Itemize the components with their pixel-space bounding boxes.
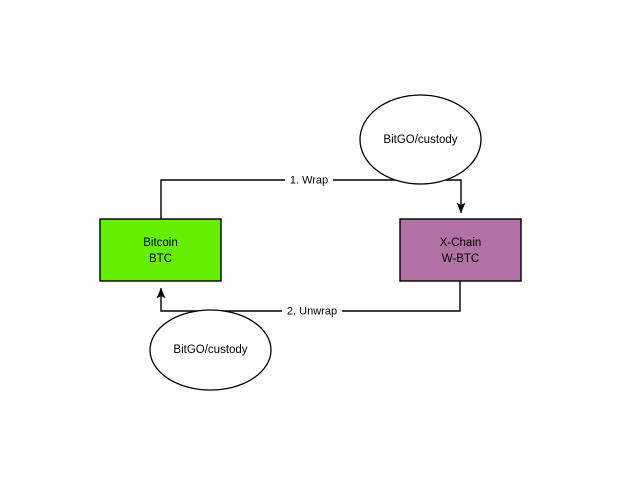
node-custody-top-label: BitGO/custody [383, 134, 457, 146]
edge-unwrap-label: 2. Unwrap [287, 305, 337, 317]
node-custody-bottom-shape [149, 309, 272, 391]
node-xchain-shape [399, 218, 522, 282]
edge-unwrap[interactable]: 2. Unwrap [156, 281, 461, 318]
node-xchain-label-line1: X-Chain [440, 237, 482, 249]
node-xchain-label-line2: W-BTC [442, 253, 479, 265]
edge-unwrap-label-bg [282, 304, 342, 318]
edge-wrap-label: 1. Wrap [290, 174, 328, 186]
node-custody-top-shape [359, 94, 482, 185]
node-bitcoin-shape [99, 218, 222, 282]
node-bitcoin[interactable]: Bitcoin BTC [99, 218, 222, 282]
edge-wrap[interactable]: 1. Wrap [160, 173, 466, 219]
node-custody-top[interactable]: BitGO/custody [359, 94, 482, 185]
node-bitcoin-label-line2: BTC [149, 253, 172, 265]
node-xchain[interactable]: X-Chain W-BTC [399, 218, 522, 282]
node-bitcoin-label-line1: Bitcoin [143, 237, 178, 249]
edge-wrap-label-bg [285, 173, 333, 187]
node-custody-bottom[interactable]: BitGO/custody [149, 309, 272, 391]
node-custody-bottom-label: BitGO/custody [173, 344, 247, 356]
